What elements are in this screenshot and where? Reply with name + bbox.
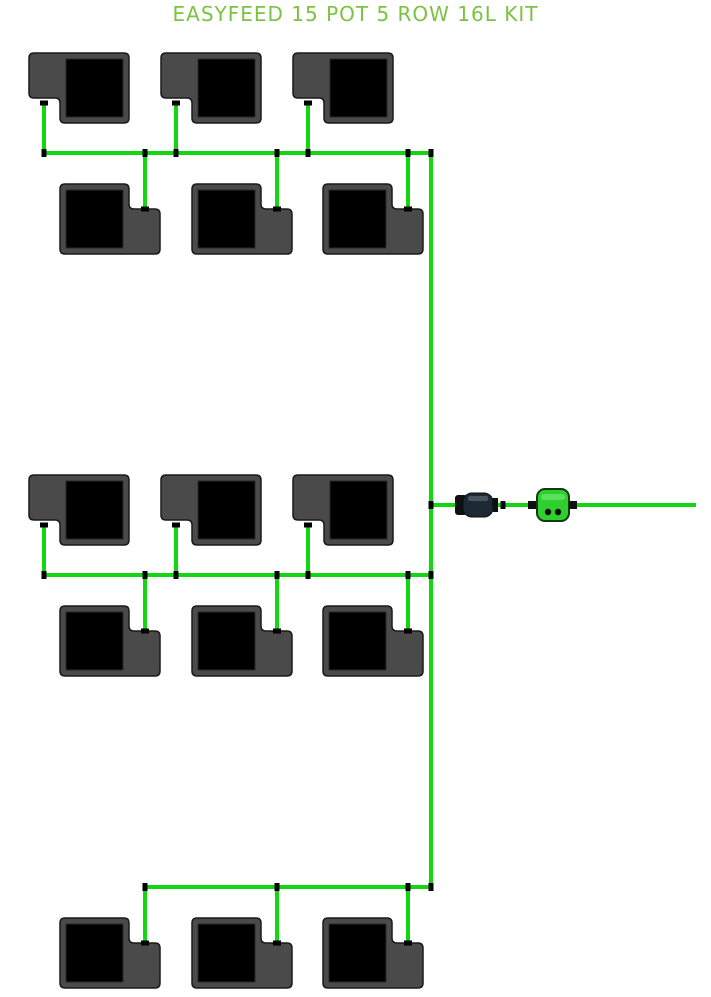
tube-connector	[305, 149, 311, 157]
tube-connector	[304, 100, 312, 106]
tube-connector	[428, 571, 434, 579]
valve-outlet-nut	[569, 501, 577, 509]
pot-planter	[328, 923, 387, 983]
valve-highlight	[541, 494, 565, 500]
pot-planter	[328, 189, 387, 249]
tube-connector	[428, 883, 434, 891]
tube-connector	[428, 501, 434, 509]
pot	[59, 605, 161, 677]
page-title: EASYFEED 15 POT 5 ROW 16L KIT	[172, 2, 539, 26]
tube-connector	[173, 571, 179, 579]
tube-connector	[40, 522, 48, 528]
tube-connector	[405, 571, 411, 579]
pot	[28, 52, 130, 124]
tube-connector	[40, 100, 48, 106]
pot	[191, 183, 293, 255]
connectors-layer	[40, 100, 506, 946]
filter-outlet	[493, 498, 498, 512]
pot-planter	[65, 480, 124, 540]
tube-connector	[172, 100, 180, 106]
valve-port	[554, 508, 562, 516]
valve-port	[544, 508, 552, 516]
tube-connector	[273, 628, 281, 634]
valve-body	[536, 488, 570, 522]
pot	[160, 52, 262, 124]
tube-connector	[173, 149, 179, 157]
tube-connector	[305, 571, 311, 579]
tube-connector	[404, 206, 412, 212]
pot	[191, 917, 293, 989]
tube-connector	[142, 571, 148, 579]
tube-connector	[172, 522, 180, 528]
pot-planter	[197, 923, 256, 983]
inline-components	[455, 488, 577, 522]
pot-planter	[197, 58, 256, 118]
pot	[28, 474, 130, 546]
inline-filter-icon	[455, 492, 498, 518]
tube-connector	[404, 940, 412, 946]
pot	[59, 917, 161, 989]
pot	[59, 183, 161, 255]
pot-planter	[197, 611, 256, 671]
tube-connector	[142, 149, 148, 157]
tube-connector	[428, 149, 434, 157]
tube-connector	[41, 149, 47, 157]
filter-highlight	[468, 496, 488, 501]
tube-connector	[404, 628, 412, 634]
pot	[322, 605, 424, 677]
pot-planter	[197, 480, 256, 540]
tubing-layer	[42, 102, 696, 944]
tube-connector	[273, 940, 281, 946]
tube-connector	[500, 501, 506, 509]
pot	[191, 605, 293, 677]
tube-connector	[405, 883, 411, 891]
tube-connector	[41, 571, 47, 579]
tube-connector	[142, 883, 148, 891]
pot	[160, 474, 262, 546]
tube-connector	[274, 883, 280, 891]
pot-planter	[328, 611, 387, 671]
pot	[322, 917, 424, 989]
tube-connector	[274, 149, 280, 157]
pot	[292, 474, 394, 546]
pots-layer	[28, 52, 424, 989]
pot-planter	[329, 480, 388, 540]
valve-inlet-nut	[528, 501, 536, 509]
tube-connector	[141, 940, 149, 946]
float-valve-icon	[528, 488, 577, 522]
tube-connector	[405, 149, 411, 157]
pot-planter	[65, 923, 124, 983]
pot	[322, 183, 424, 255]
tube-connector	[274, 571, 280, 579]
pot-planter	[65, 58, 124, 118]
pot	[292, 52, 394, 124]
pot-planter	[329, 58, 388, 118]
tube-connector	[141, 206, 149, 212]
tube-connector	[141, 628, 149, 634]
pot-planter	[197, 189, 256, 249]
tube-connector	[304, 522, 312, 528]
pot-planter	[65, 611, 124, 671]
tube-connector	[273, 206, 281, 212]
pot-planter	[65, 189, 124, 249]
